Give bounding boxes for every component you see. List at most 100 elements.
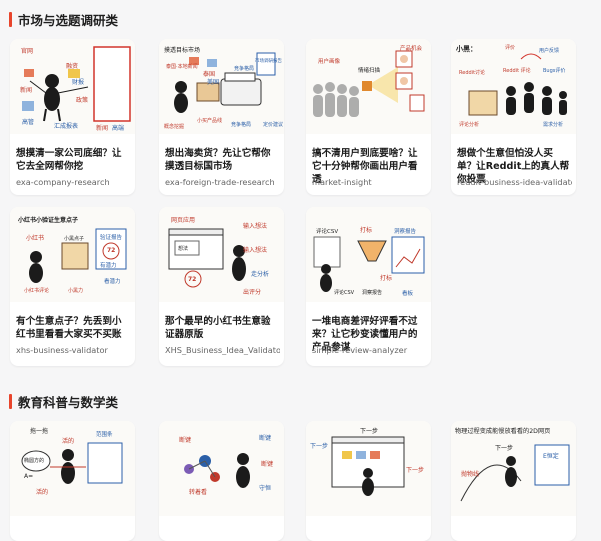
card-slug: exa-foreign-trade-research [165,177,275,187]
thumb-label: 概念挖掘 [164,124,185,130]
thumb-label: 新闻 [20,87,33,94]
skill-card-reddit-business-idea-validator[interactable]: 小黑： Reddit讨论 评价 用户反馈 Reddit 评论 Bugs评价 评论… [451,39,576,195]
card-illustration: 官网 新闻 高管 融资 财报 政策 汇成报表 新闻 高端 [10,39,135,134]
thumb-label: 小黑力 [68,288,84,294]
thumb-label: 输入想法 [243,247,268,254]
thumb-label: 新闻 [96,125,109,132]
skill-card-chemistry[interactable]: 断键 断键 转着看 断键 守恒 [159,421,284,541]
thumb-label: 断键 [179,437,192,444]
card-title: 想出海卖货？先让它帮你摸透目标国市场 [165,148,271,172]
thumb-label: 用户反馈 [539,48,560,54]
thumb-label: 用户画像 [318,59,341,65]
thumb-label: 摸透目标市场 [164,47,201,54]
thumb-label: 物理过程变成能慢放看看的2D网页 [455,428,551,435]
thumb-label: 网页应用 [171,217,196,224]
thumb-label: 洞察报告 [394,229,417,235]
thumb-label: 拖一拖 [30,428,49,435]
thumb-label: 小黑： [456,45,477,53]
thumb-label: 洞察报告 [362,290,383,296]
thumb-label: 产品机会 [400,46,423,52]
review-analyzer-illustration [306,207,431,302]
card-slug: exa-company-research [16,177,110,187]
thumb-label: 抛物线 [461,471,480,478]
thumb-label: 看板 [402,291,414,297]
thumb-label: 高管 [22,119,35,126]
card-illustration: 用户画像 情绪扫描 产品机会 [306,39,431,134]
section-accent-bar [9,393,12,409]
skill-card-exa-foreign-trade-research[interactable]: 摸透目标市场 泰国·本地新闻 泰国 美国 竞争格局 市场调研报告 概念挖掘 小买… [159,39,284,195]
skill-card-simple-review-analyzer[interactable]: 评论CSV 打标 洞察报告 评论CSV 洞察报告 打标 看板 一堆电商差评好评看… [306,207,431,366]
card-slug: XHS_Business_Idea_Validator [165,345,280,355]
thumb-label: 财报 [72,79,85,86]
thumb-label: 评论CSV [316,229,339,235]
thumb-label: 验证报告 [100,235,123,241]
thumb-label: 看潜力 [104,279,121,285]
section-title-text: 市场与选题调研类 [18,12,119,28]
thumb-label: Bugs评价 [543,68,566,74]
card-slug: simple-review-analyzer [312,345,408,355]
thumb-label: 出评分 [243,289,262,296]
thumb-label: 小红书 [26,235,45,242]
card-title: 有个生意点子？先丢到小红书里看看大家买不买账 [16,316,122,340]
card-illustration: 网页应用 输入想法 想法 输入想法 72 走分析 出评分 [159,207,284,302]
card-illustration: 下一步 下一步 下一步 [306,421,431,516]
thumb-label: 下一步 [406,467,425,474]
market-insight-illustration [306,39,431,134]
skill-card-exa-company-research[interactable]: 官网 新闻 高管 融资 财报 政策 汇成报表 新闻 高端 想摸清一家公司底细？让… [10,39,135,195]
card-illustration: 小黑： Reddit讨论 评价 用户反馈 Reddit 评论 Bugs评价 评论… [451,39,576,134]
card-illustration: 断键 断键 转着看 断键 守恒 [159,421,284,516]
thumb-label: 下一步 [360,428,379,435]
thumb-label: 泰国·本地新闻 [166,64,198,70]
card-title: 一堆电商差评好评看不过来？让它秒变读懂用户的产品参谋 [312,316,418,353]
thumb-label: 72 [188,276,197,283]
thumb-label: 活的 [36,489,49,496]
thumb-label: 守恒 [259,485,272,492]
card-slug: reddit-business-idea-validator [457,177,572,187]
thumb-label: 泰国 [203,71,216,78]
card-title: 想摸清一家公司底细？让它去全网帮你挖 [16,148,122,172]
skill-card-xhs-business-validator[interactable]: 小红书小验证生意点子 小红书 小黑点子 验证报告 72 有潜力 小红书评论 小黑… [10,207,135,366]
thumb-label: 情绪扫描 [358,68,381,74]
card-illustration: 小红书小验证生意点子 小红书 小黑点子 验证报告 72 有潜力 小红书评论 小黑… [10,207,135,302]
section-title: 教育科普与数学类 [9,393,119,410]
section-title: 市场与选题调研类 [9,11,119,28]
thumb-label: 小红书小验证生意点子 [18,217,79,224]
thumb-label: 评价 [505,45,516,51]
card-illustration: 物理过程变成能慢放看看的2D网页 抛物线 下一步 E恒定 [451,421,576,516]
thumb-label: Reddit讨论 [459,70,486,76]
thumb-label: 市场调研报告 [255,59,282,64]
thumb-label: 断键 [259,435,272,442]
skill-card-market-insight[interactable]: 用户画像 情绪扫描 产品机会 搞不清用户到底要啥？让它十分钟帮你画出用户看透 m… [306,39,431,195]
skill-card-algorithm[interactable]: 下一步 下一步 下一步 [306,421,431,541]
section-title-text: 教育科普与数学类 [18,394,119,410]
thumb-label: 美国 [207,79,220,86]
xhs-validator-illustration [10,207,135,302]
thumb-label: 打标 [380,275,393,282]
thumb-label: 小红书评论 [24,288,50,294]
thumb-label: 定价建议 [263,122,284,128]
thumb-label: 走分析 [251,271,270,278]
thumb-label: Reddit 评论 [503,68,531,74]
thumb-label: 竞争格局 [234,66,255,72]
thumb-label: 官网 [21,48,34,55]
foreign-trade-illustration [159,39,284,134]
card-title: 想做个生意但怕没人买单？让Reddit上的真人帮你投票 [457,148,570,185]
section-accent-bar [9,11,12,27]
thumb-label: 政策 [76,97,89,104]
card-slug: market-insight [312,177,372,187]
skill-card-physics-2d[interactable]: 物理过程变成能慢放看看的2D网页 抛物线 下一步 E恒定 [451,421,576,541]
skill-card-xhs-business-idea-validator[interactable]: 网页应用 输入想法 想法 输入想法 72 走分析 出评分 那个最早的小红书生意验… [159,207,284,366]
thumb-label: 需求分析 [543,122,564,128]
thumb-label: 打标 [360,227,373,234]
thumb-label: E恒定 [543,453,559,460]
thumb-label: 汇成报表 [54,123,79,130]
thumb-label: 椭圆方的 [24,458,45,464]
skill-card-geometry[interactable]: 拖一拖 椭圆方的 A= 范围条 活的 活的 [10,421,135,541]
thumb-label: 竞争格局 [231,122,252,128]
thumb-label: A= [24,473,34,480]
thumb-label: 活的 [62,438,75,445]
thumb-label: 想法 [178,246,189,252]
thumb-label: 范围条 [96,432,113,438]
thumb-label: 下一步 [495,445,514,452]
thumb-label: 输入想法 [243,223,268,230]
